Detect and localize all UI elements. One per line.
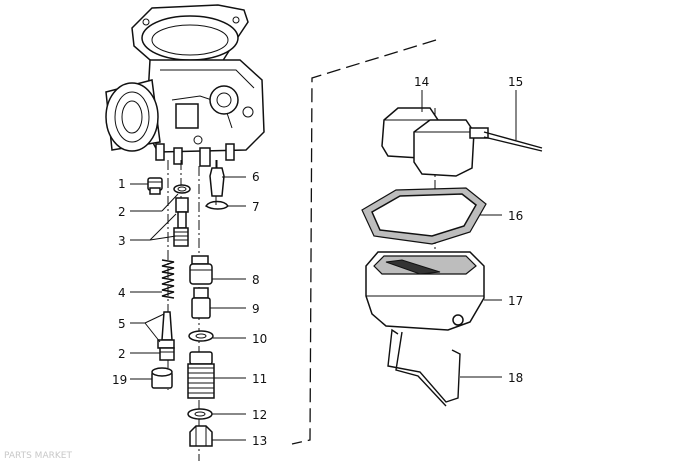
part-5-idle-screw [157, 311, 175, 361]
callout-11: 11 [252, 372, 267, 386]
callout-12: 12 [252, 408, 267, 422]
part-17-float-bowl [365, 251, 485, 331]
callout-labels: 1 2 2 3 4 5 6 7 8 9 10 11 12 13 14 15 16… [112, 75, 523, 448]
callout-8: 8 [252, 273, 260, 287]
part-1-jet [147, 177, 163, 195]
part-3-needle-jet [173, 197, 189, 247]
callout-6: 6 [252, 170, 260, 184]
callout-10: 10 [252, 332, 267, 346]
callout-15: 15 [508, 75, 523, 89]
callout-4: 4 [118, 286, 126, 300]
callout-17: 17 [508, 294, 523, 308]
callout-9: 9 [252, 302, 260, 316]
part-14-float [381, 107, 489, 177]
part-13-drain-plug [189, 425, 213, 447]
part-12-washer [187, 408, 213, 420]
part-6-float-needle [209, 160, 225, 197]
callout-2b: 2 [118, 347, 126, 361]
watermark: PARTS MARKET [4, 451, 72, 461]
part-15-float-pin [483, 131, 543, 152]
callout-1: 1 [118, 177, 126, 191]
part-9-main-jet [191, 287, 211, 319]
part-8-needle-valve-seat [189, 255, 213, 285]
callout-13: 13 [252, 434, 267, 448]
part-7-clip [205, 200, 229, 210]
part-16-gasket [361, 187, 487, 245]
part-11-jet-holder [187, 351, 215, 399]
dashed-group-boundary [291, 39, 437, 445]
callout-18: 18 [508, 371, 523, 385]
leader-lines [130, 90, 517, 441]
callout-2a: 2 [118, 205, 126, 219]
part-10-washer [188, 330, 214, 342]
callout-7: 7 [252, 200, 260, 214]
callout-5: 5 [118, 317, 126, 331]
carburetor-body [105, 4, 265, 167]
part-18-bowl-clip [387, 328, 461, 407]
callout-19: 19 [112, 373, 127, 387]
part-2-washer-upper [173, 184, 191, 194]
callout-3: 3 [118, 234, 126, 248]
part-4-spring [161, 259, 175, 299]
callout-14: 14 [414, 75, 429, 89]
callout-16: 16 [508, 209, 523, 223]
part-19-bush [151, 367, 173, 389]
